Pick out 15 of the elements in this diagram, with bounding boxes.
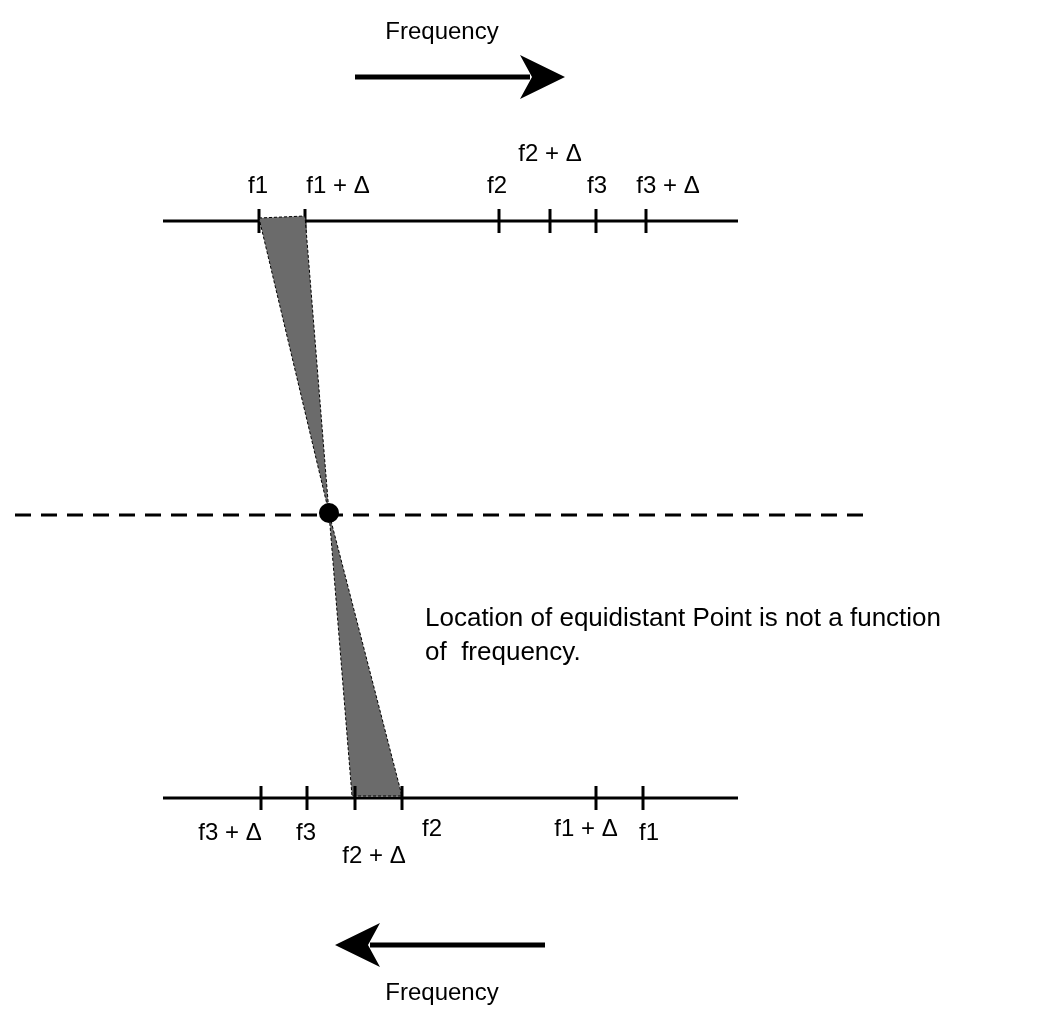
tick-label: f2 + Δ (518, 138, 582, 168)
tick-label: f2 + Δ (342, 840, 406, 870)
tick-label: f3 + Δ (636, 170, 700, 200)
tick-label: f2 (487, 170, 507, 200)
axis-label: Frequency (385, 977, 499, 1007)
axis-label: Frequency (385, 16, 499, 46)
tick-label: f1 (639, 817, 659, 847)
tick-label: f3 (296, 817, 316, 847)
note-text: Location of equidistant Point is not a function of frequency. (425, 601, 942, 668)
tick-label: f3 + Δ (198, 817, 262, 847)
tick-label: f1 + Δ (306, 170, 370, 200)
tick-label: f1 + Δ (554, 813, 618, 843)
tick-label: f2 (422, 813, 442, 843)
tick-label: f3 (587, 170, 607, 200)
tick-label: f1 (248, 170, 268, 200)
